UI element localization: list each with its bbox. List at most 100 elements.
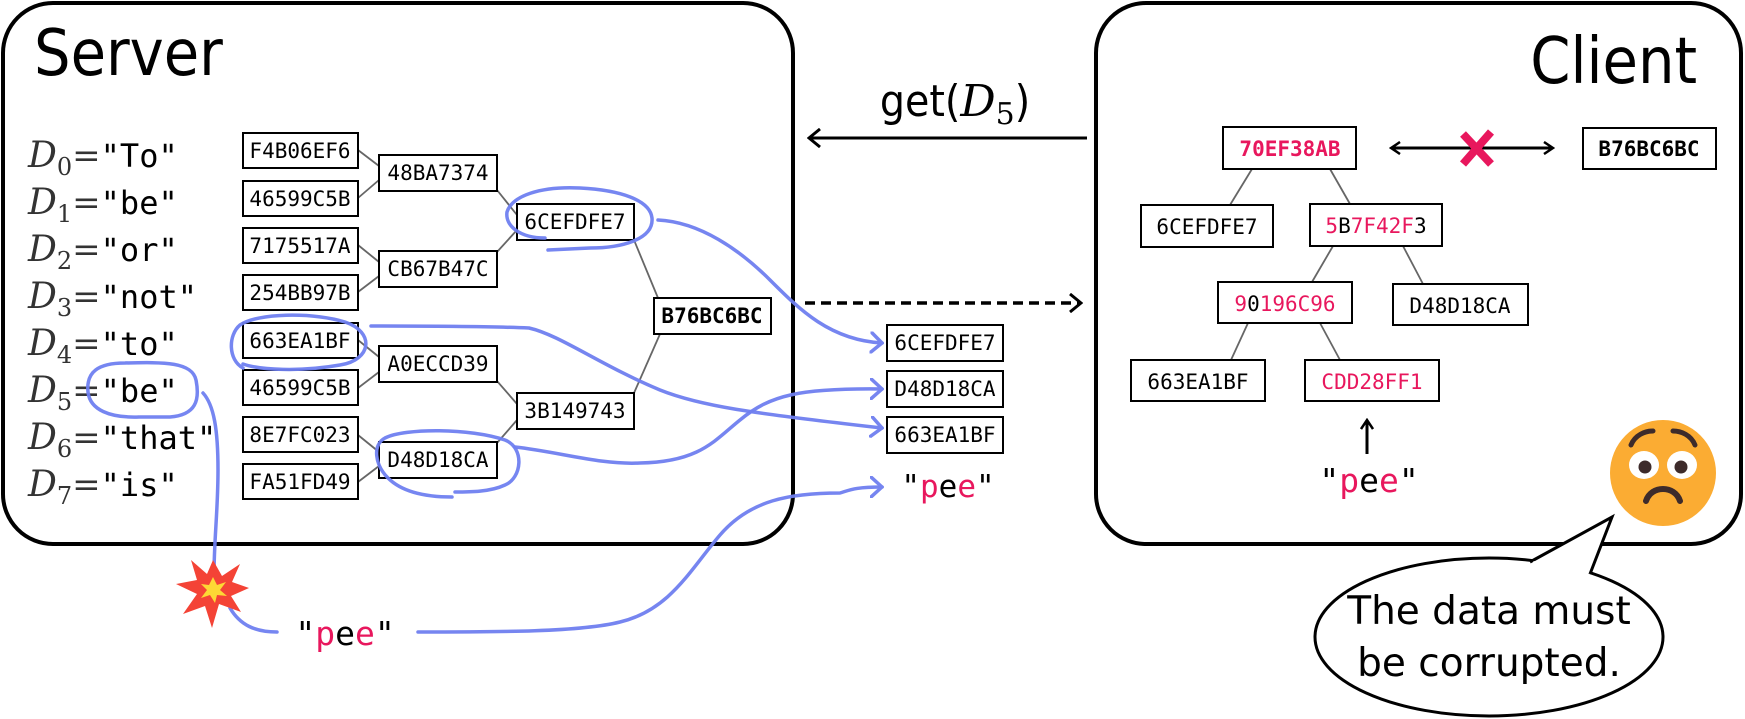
client-computed-root[interactable]: 70EF38AB bbox=[1222, 126, 1357, 170]
document-0: D0="To" bbox=[27, 135, 178, 181]
svg-text:FA51FD49: FA51FD49 bbox=[249, 470, 350, 494]
svg-text:663EA1BF: 663EA1BF bbox=[249, 329, 350, 353]
svg-text:CDD28FF1: CDD28FF1 bbox=[1321, 370, 1422, 394]
server-leaf-2[interactable]: 7175517A bbox=[242, 227, 359, 264]
svg-text:3B149743: 3B149743 bbox=[524, 399, 625, 423]
document-2: D2="or" bbox=[27, 229, 178, 275]
svg-text:F4B06EF6: F4B06EF6 bbox=[249, 139, 350, 163]
svg-text:8E7FC023: 8E7FC023 bbox=[249, 423, 350, 447]
svg-text:B76BC6BC: B76BC6BC bbox=[661, 304, 762, 328]
server-leaf-4[interactable]: 663EA1BF bbox=[242, 322, 359, 359]
explosion-icon bbox=[176, 560, 249, 628]
circle-leaf-4 bbox=[229, 313, 368, 372]
svg-text:D48D18CA: D48D18CA bbox=[894, 377, 996, 401]
client-title: Client bbox=[1530, 25, 1697, 99]
ink-to-proof-d48d18ca bbox=[513, 389, 882, 465]
svg-text:6CEFDFE7: 6CEFDFE7 bbox=[524, 210, 625, 234]
client-node-5b7f42f3[interactable]: 5B7F42F3 bbox=[1309, 203, 1443, 247]
server-tree-edges bbox=[357, 149, 661, 483]
proof-hash-1[interactable]: D48D18CA bbox=[886, 370, 1004, 408]
edge bbox=[357, 179, 380, 199]
server-node-l1-2[interactable]: A0ECCD39 bbox=[378, 345, 498, 383]
anxious-face-icon bbox=[1610, 420, 1716, 526]
server-leaf-5[interactable]: 46599C5B bbox=[242, 369, 359, 406]
edge bbox=[496, 380, 518, 405]
server-panel: Server D0="To"D1="be"D2="or"D3="not"D4="… bbox=[1, 1, 795, 546]
server-title: Server bbox=[34, 17, 223, 91]
edge bbox=[357, 275, 380, 293]
request-label: get(D5) bbox=[880, 76, 1030, 132]
client-node-90196c96[interactable]: 90196C96 bbox=[1217, 281, 1353, 324]
svg-text:663EA1BF: 663EA1BF bbox=[1147, 370, 1248, 394]
document-1: D1="be" bbox=[27, 182, 178, 228]
svg-text:46599C5B: 46599C5B bbox=[249, 187, 350, 211]
document-7: D7="is" bbox=[27, 464, 178, 510]
edge bbox=[357, 339, 380, 358]
server-leaf-3[interactable]: 254BB97B bbox=[242, 274, 359, 311]
svg-text:6CEFDFE7: 6CEFDFE7 bbox=[1156, 215, 1257, 239]
cross-mark-icon bbox=[1459, 129, 1495, 167]
client-panel-border bbox=[1094, 1, 1743, 546]
circle-node-6cefdfe7 bbox=[505, 186, 654, 252]
received-value: "pee" bbox=[1319, 461, 1418, 500]
svg-text:7175517A: 7175517A bbox=[249, 234, 351, 258]
document-4: D4="to" bbox=[27, 323, 178, 369]
server-leaf-1[interactable]: 46599C5B bbox=[242, 180, 359, 217]
svg-text:90196C96: 90196C96 bbox=[1234, 292, 1335, 316]
svg-text:D48D18CA: D48D18CA bbox=[387, 448, 489, 472]
svg-text:48BA7374: 48BA7374 bbox=[387, 161, 488, 185]
proof-hash-0[interactable]: 6CEFDFE7 bbox=[886, 324, 1004, 362]
svg-text:CB67B47C: CB67B47C bbox=[387, 257, 488, 281]
corrupted-value-server: "pee" bbox=[295, 614, 394, 653]
ink-to-proof-663ea1bf bbox=[369, 324, 882, 428]
svg-text:254BB97B: 254BB97B bbox=[249, 281, 350, 305]
svg-text:70EF38AB: 70EF38AB bbox=[1239, 137, 1340, 161]
server-node-l2-0[interactable]: 6CEFDFE7 bbox=[516, 203, 635, 241]
speech-bubble: The data must be corrupted. bbox=[1313, 513, 1665, 718]
server-panel-border bbox=[1, 1, 795, 546]
edge bbox=[357, 371, 380, 389]
speech-line-2: be corrupted. bbox=[1357, 641, 1621, 686]
speech-line-1: The data must bbox=[1346, 589, 1631, 634]
svg-text:663EA1BF: 663EA1BF bbox=[894, 423, 995, 447]
document-list: D0="To"D1="be"D2="or"D3="not"D4="to"D5="… bbox=[27, 135, 216, 510]
server-node-l1-3[interactable]: D48D18CA bbox=[378, 441, 498, 479]
server-leaf-7[interactable]: FA51FD49 bbox=[242, 463, 359, 500]
edge bbox=[633, 239, 659, 299]
svg-text:D48D18CA: D48D18CA bbox=[1409, 294, 1511, 318]
edge bbox=[496, 189, 518, 216]
document-3: D3="not" bbox=[27, 276, 197, 322]
channel: get(D5) 6CEFDFE7 D48D18CA 663EA1BF "pee" bbox=[805, 76, 1087, 505]
edge bbox=[357, 149, 380, 167]
ink-explosion-to-pee bbox=[228, 606, 279, 634]
proof-hash-2[interactable]: 663EA1BF bbox=[886, 416, 1004, 454]
client-node-d48d18ca[interactable]: D48D18CA bbox=[1392, 283, 1529, 326]
client-node-6cefdfe7[interactable]: 6CEFDFE7 bbox=[1140, 204, 1274, 248]
ink-to-proof-6cefdfe7 bbox=[656, 218, 882, 343]
server-root[interactable]: B76BC6BC bbox=[653, 297, 772, 335]
svg-text:6CEFDFE7: 6CEFDFE7 bbox=[894, 331, 995, 355]
svg-text:A0ECCD39: A0ECCD39 bbox=[387, 352, 488, 376]
edge bbox=[357, 465, 380, 483]
svg-text:46599C5B: 46599C5B bbox=[249, 376, 350, 400]
client-tree-edges bbox=[1229, 168, 1424, 361]
svg-text:5B7F42F3: 5B7F42F3 bbox=[1325, 214, 1426, 238]
server-leaf-0[interactable]: F4B06EF6 bbox=[242, 132, 359, 169]
client-node-cdd28ff1[interactable]: CDD28FF1 bbox=[1304, 359, 1440, 402]
server-leaf-6[interactable]: 8E7FC023 bbox=[242, 416, 359, 453]
server-tree-nodes: F4B06EF6 46599C5B 7175517A 254BB97B 663E… bbox=[242, 132, 772, 500]
ink-doc-to-explosion bbox=[201, 391, 220, 577]
server-node-l2-1[interactable]: 3B149743 bbox=[516, 392, 635, 430]
client-trusted-root[interactable]: B76BC6BC bbox=[1582, 127, 1717, 170]
client-node-663ea1bf[interactable]: 663EA1BF bbox=[1130, 359, 1266, 402]
circle-doc-5 bbox=[86, 360, 200, 419]
returned-value: "pee" bbox=[901, 469, 994, 505]
edge bbox=[357, 244, 380, 263]
ink-annotations bbox=[86, 186, 882, 634]
svg-text:B76BC6BC: B76BC6BC bbox=[1598, 137, 1699, 161]
edge bbox=[496, 229, 518, 253]
client-panel: Client 70EF38AB B76BC6BC 6CEFDFE7 5B7F42… bbox=[1094, 1, 1743, 546]
server-node-l1-1[interactable]: CB67B47C bbox=[378, 250, 498, 288]
server-node-l1-0[interactable]: 48BA7374 bbox=[378, 154, 498, 192]
